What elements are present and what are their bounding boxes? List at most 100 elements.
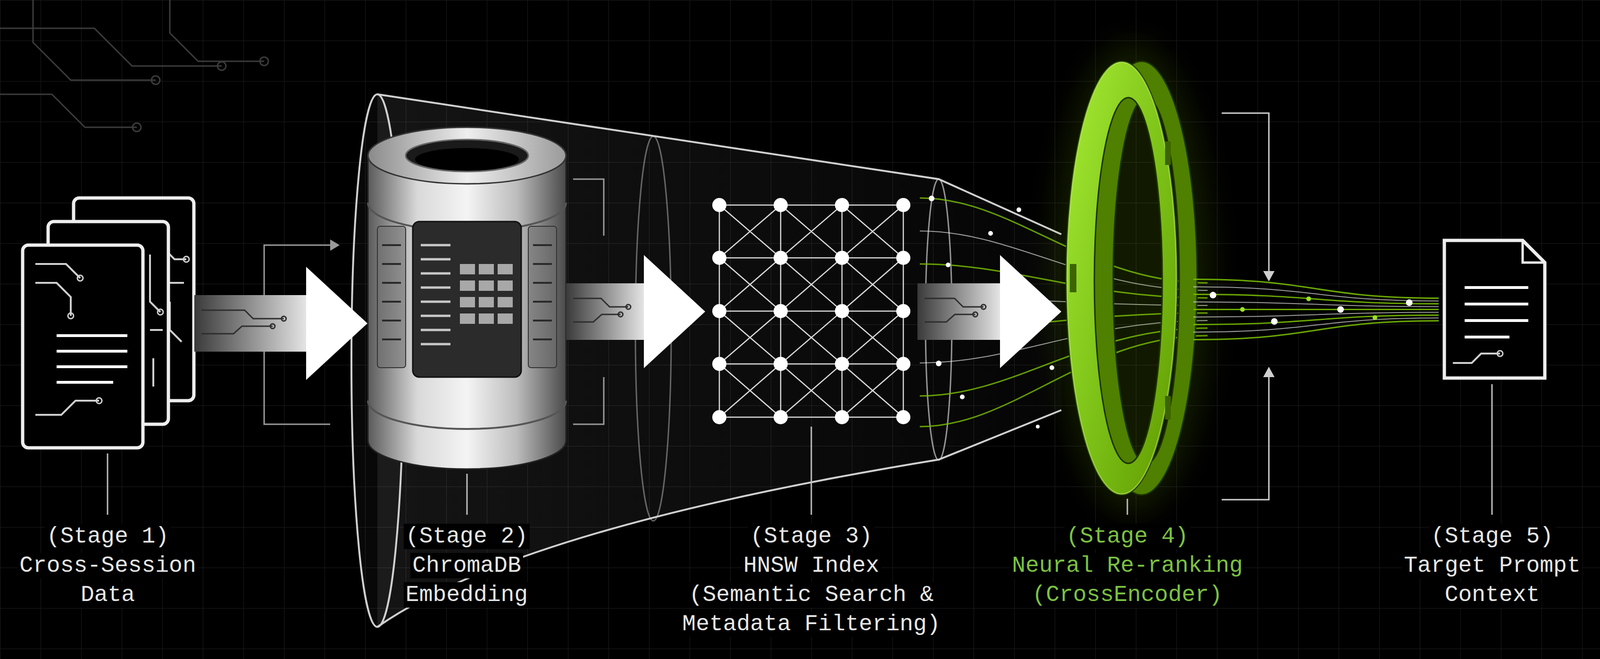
- database-cylinder: [478, 264, 494, 275]
- target-document: [1497, 350, 1503, 357]
- data-stream: [1193, 279, 1439, 341]
- arrow-head: [306, 266, 368, 381]
- hnsw-graph: [773, 250, 788, 266]
- database-cylinder: [478, 297, 494, 308]
- hnsw-graph: [834, 198, 850, 213]
- caption-line: (Stage 4): [1005, 522, 1250, 552]
- arrow-circuit: [625, 304, 631, 310]
- reranker-ring: [1051, 42, 1213, 515]
- database-cylinder: [459, 297, 475, 308]
- stream-dot: [1406, 299, 1413, 307]
- reranker-ring: [1066, 62, 1177, 495]
- hnsw-graph: [773, 410, 788, 425]
- arrow-body: [566, 283, 644, 341]
- stream-line: [1193, 321, 1439, 341]
- flow-arrow: [917, 255, 1062, 369]
- hnsw-graph: [712, 198, 911, 425]
- document-stack: [67, 313, 74, 319]
- document-stack: [35, 264, 100, 416]
- data-stream: [935, 360, 942, 367]
- bracket-lines: [1263, 366, 1275, 378]
- hnsw-graph: [773, 198, 788, 213]
- circuit-decor: [0, 94, 137, 128]
- leader-lines: [810, 426, 813, 516]
- bracket-lines: [1221, 113, 1275, 500]
- stream-dot: [1271, 318, 1278, 325]
- data-stream: [928, 195, 935, 202]
- data-stream: [945, 262, 951, 268]
- stream-dot: [1337, 306, 1344, 314]
- circuit-decor: [217, 61, 226, 71]
- database-cylinder: [367, 127, 567, 470]
- target-document: [1522, 240, 1545, 263]
- feedback-lines: [573, 179, 604, 236]
- bracket-lines: [1221, 377, 1269, 500]
- circuit-decor: [0, 0, 269, 132]
- database-cylinder: [367, 127, 567, 184]
- flow-arrow: [194, 266, 368, 381]
- hnsw-graph: [773, 357, 788, 372]
- stream-dot: [1240, 307, 1245, 313]
- target-document: [1452, 353, 1500, 364]
- stream-line: [1193, 315, 1439, 325]
- database-cylinder: [497, 313, 513, 325]
- stage-node: (Stage 1)Cross-Session Data: [21, 198, 195, 450]
- leader-lines: [1126, 499, 1129, 516]
- hnsw-graph: [896, 250, 911, 266]
- target-document: [1464, 287, 1529, 338]
- target-document: [1444, 240, 1545, 379]
- database-cylinder: [497, 297, 513, 308]
- feedback-lines: [573, 377, 604, 425]
- database-cylinder: [415, 148, 519, 171]
- stage-caption: (Stage 3)HNSW Index (Semantic Search & M…: [675, 522, 948, 640]
- database-cylinder: [478, 280, 494, 292]
- arrow-body: [194, 295, 307, 352]
- caption-line: (Stage 2): [398, 522, 535, 552]
- database-cylinder: [459, 313, 475, 325]
- stage-caption: (Stage 1)Cross-Session Data: [12, 522, 203, 610]
- document-stack: [77, 275, 84, 282]
- stage-caption: (Stage 2) ChromaDB Embedding: [398, 522, 535, 610]
- circuit-decor: [33, 0, 156, 81]
- stage-label: Target Prompt Context: [1401, 553, 1583, 609]
- reranker-ring: [1051, 42, 1213, 515]
- database-cylinder: [528, 226, 557, 368]
- stage-node: (Stage 2)ChromaDB Embedding: [367, 127, 567, 470]
- hnsw-graph: [712, 304, 727, 319]
- data-stream: [1035, 425, 1040, 429]
- database-cylinder: [367, 155, 567, 470]
- circuit-decor: [132, 123, 142, 132]
- stage-node: (Stage 4)Neural Re-ranking (CrossEncoder…: [1061, 61, 1194, 496]
- leader-lines: [107, 453, 109, 516]
- database-cylinder: [478, 313, 494, 325]
- stage-label: ChromaDB Embedding: [403, 553, 530, 609]
- hnsw-graph: [834, 250, 850, 266]
- database-cylinder: [377, 226, 406, 368]
- stage-number: (Stage 3): [748, 524, 875, 550]
- database-cylinder: [497, 280, 513, 292]
- stream-line: [1193, 308, 1439, 311]
- database-cylinder: [459, 264, 475, 275]
- document-stack: [22, 245, 143, 449]
- hnsw-graph: [712, 410, 727, 425]
- hnsw-graph: [896, 357, 911, 372]
- caption-line: (Stage 1): [12, 522, 203, 552]
- document-stack: [183, 256, 190, 263]
- arrow-circuit: [281, 316, 287, 322]
- hnsw-graph: [719, 205, 904, 418]
- arrow-head: [1000, 255, 1062, 369]
- database-cylinder: [459, 280, 475, 292]
- database-cylinder: [412, 221, 522, 378]
- circuit-decor: [151, 75, 160, 85]
- leader-lines: [466, 474, 468, 516]
- caption-line: HNSW Index (Semantic Search & Metadata F…: [675, 551, 948, 640]
- stage-number: (Stage 4): [1064, 524, 1191, 550]
- stream-dot: [1372, 315, 1378, 321]
- document-stack: [56, 335, 128, 383]
- arrow-head: [643, 255, 706, 369]
- stage-number: (Stage 2): [403, 524, 530, 550]
- stream-dot: [1306, 296, 1311, 302]
- stage-number: (Stage 1): [44, 524, 171, 550]
- arrow-circuit: [973, 312, 978, 317]
